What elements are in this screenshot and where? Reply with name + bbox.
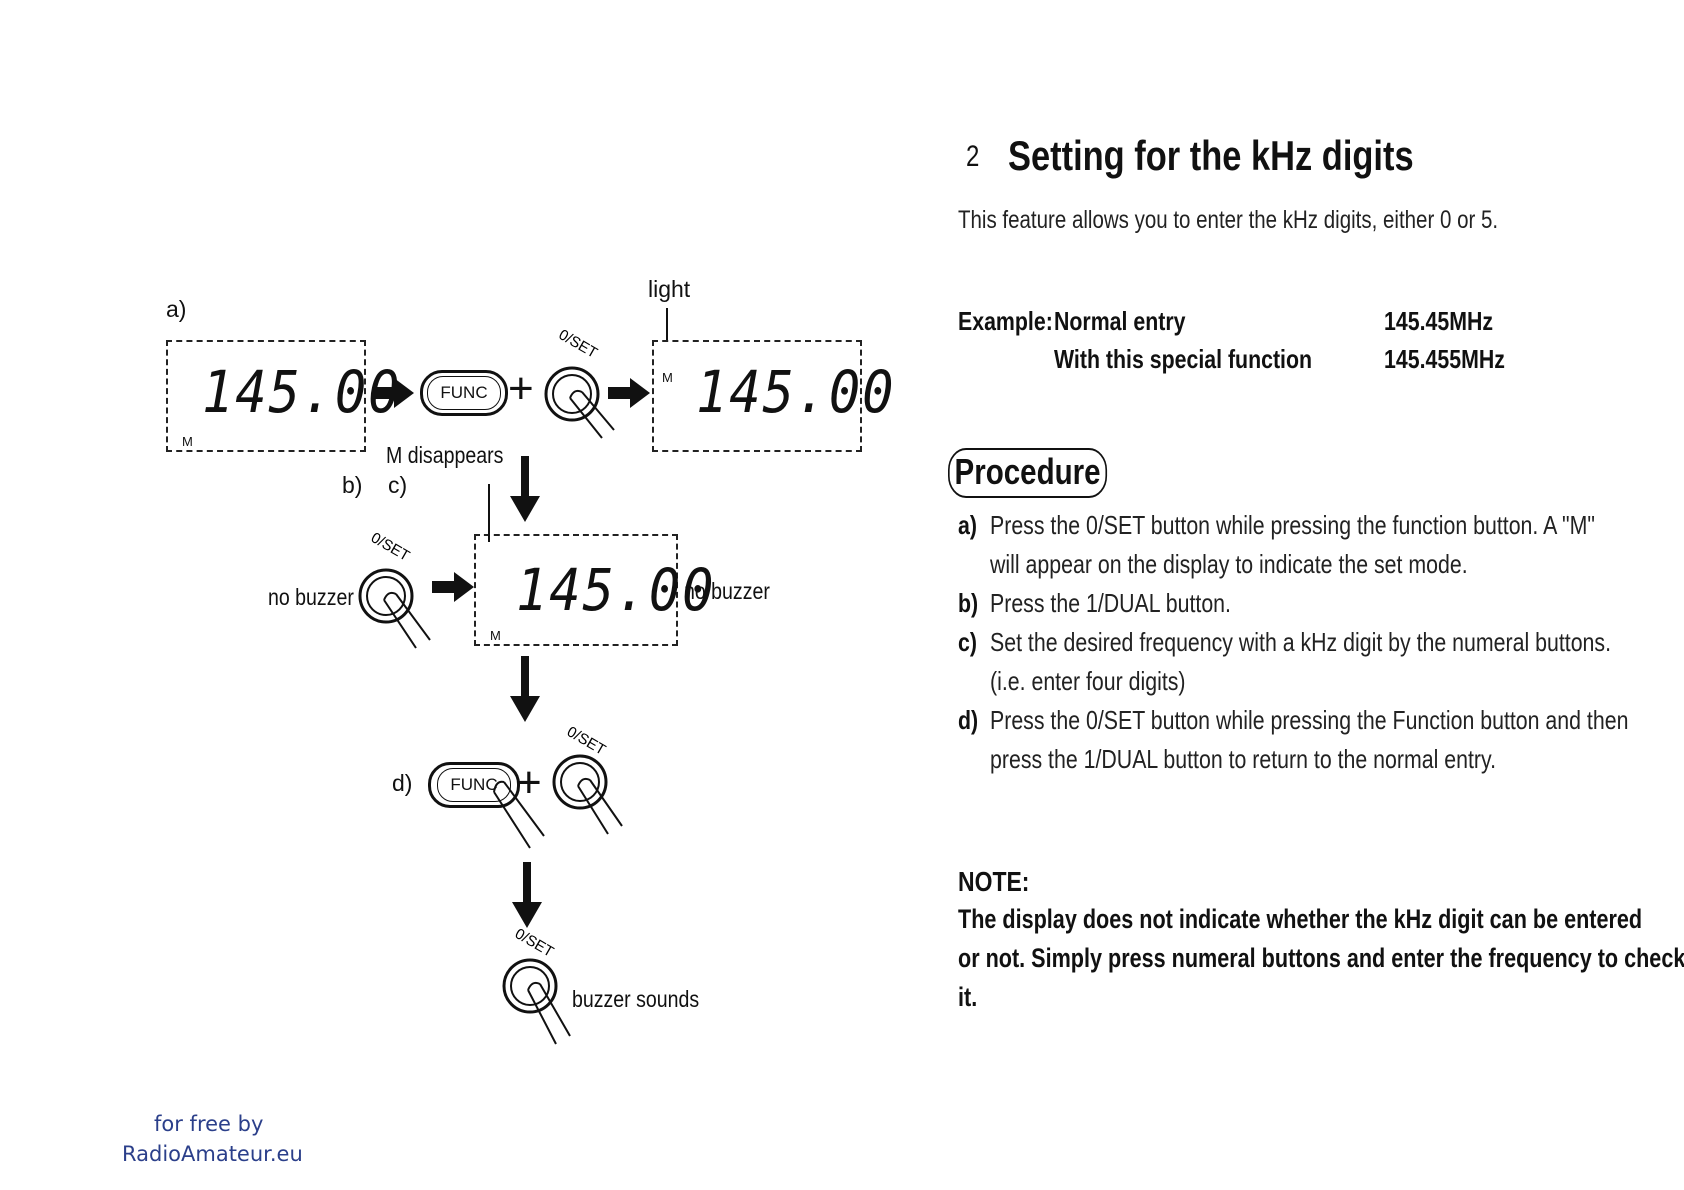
footer-line1: for free by [154,1112,264,1136]
step-text-c-line1: Set the desired frequency with a kHz dig… [990,627,1611,657]
lcd-digits: 145.00 [696,358,896,426]
footer-line2: RadioAmateur.eu [122,1142,303,1166]
plus-icon: + [508,364,534,413]
label-light: light [648,276,691,302]
label-no-buzzer-left: no buzzer [268,584,354,610]
plus-icon: + [516,758,542,807]
arrow-down-icon [510,456,540,522]
arrow-right-icon [432,572,474,602]
step-key-a: a) [958,510,977,540]
step-text-b-line1: Press the 1/DUAL button. [990,588,1231,618]
step-text-a-line1: Press the 0/SET button while pressing th… [990,510,1595,540]
light-pointer-line [666,308,668,342]
oset-label: 0/SET [368,530,413,565]
lcd-display-1: 145.00 M [166,340,400,452]
arrow-right-icon [608,378,650,408]
intro-text: This feature allows you to enter the kHz… [958,206,1499,234]
example-row2-name: With this special function [1054,344,1313,374]
note-heading: NOTE: [958,866,1030,897]
func-button[interactable]: FUNC [420,370,508,416]
light-pointer-line [488,484,490,542]
arrow-right-icon [372,378,414,408]
label-no-buzzer-right: no buzzer [684,578,770,604]
lcd-digits: 145.00 [516,556,716,624]
label-a: a) [166,296,187,322]
label-m-disappears: M disappears [386,442,504,468]
step-text-d-line2: press the 1/DUAL button to return to the… [990,744,1497,774]
lcd-m-indicator: M [662,370,673,385]
example-row2-value: 145.455MHz [1384,344,1505,374]
lcd-display-2: M 145.00 [652,340,894,452]
label-b: b) [342,472,363,498]
example-row1-name: Normal entry [1054,306,1186,336]
oset-label: 0/SET [512,926,557,961]
oset-button-icon[interactable]: 0/SET [498,926,578,1056]
oset-label: 0/SET [556,326,601,362]
example-label: Example: [958,306,1053,336]
label-c: c) [388,472,408,498]
oset-label: 0/SET [564,724,609,759]
step-key-d: d) [958,705,979,735]
section-number: 2 [966,140,980,173]
finger-icon [493,780,545,849]
procedure-heading: Procedure [948,448,1108,498]
step-text-d-line1: Press the 0/SET button while pressing th… [990,705,1629,735]
arrow-down-icon [512,862,542,928]
oset-button-icon[interactable]: 0/SET [540,326,620,446]
lcd-digits: 145.00 [202,358,402,426]
func-button-label: FUNC [437,768,511,802]
func-button[interactable]: FUNC [428,762,520,808]
oset-button-icon[interactable]: 0/SET [550,724,630,854]
lcd-m-indicator: M [490,628,501,643]
step-key-b: b) [958,588,979,618]
oset-button-icon[interactable]: 0/SET [354,530,434,660]
step-key-c: c) [958,627,977,657]
arrow-down-icon [510,656,540,722]
step-text-c-line2: (i.e. enter four digits) [990,666,1186,696]
note-text-line2: or not. Simply press numeral buttons and… [958,943,1684,973]
step-text-a-line2: will appear on the display to indicate t… [990,549,1468,579]
func-button-label: FUNC [427,376,501,410]
note-text-line3: it. [958,982,978,1012]
note-text-line1: The display does not indicate whether th… [958,904,1643,934]
lcd-display-3: 145.00 M [474,534,714,646]
example-row1-value: 145.45MHz [1384,306,1494,336]
lcd-m-indicator: M [182,434,193,449]
label-d: d) [392,770,413,796]
label-buzzer-sounds: buzzer sounds [572,986,700,1012]
page-title: Setting for the kHz digits [1008,132,1414,179]
